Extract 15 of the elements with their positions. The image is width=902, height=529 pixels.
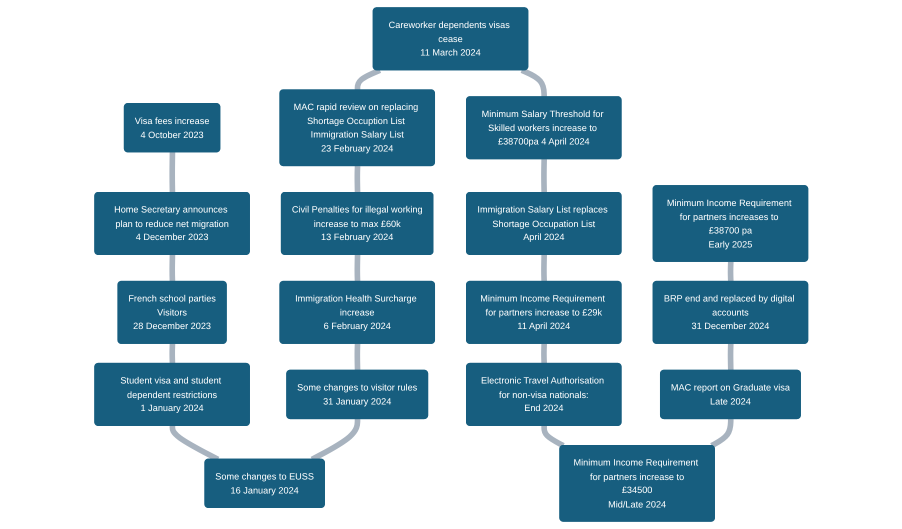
connector	[540, 254, 547, 283]
connector	[727, 260, 734, 283]
connector	[169, 342, 175, 365]
connector	[541, 424, 564, 448]
connector	[169, 254, 175, 283]
connector	[354, 342, 360, 371]
connector	[710, 418, 734, 448]
connector	[354, 164, 360, 193]
connector	[354, 68, 381, 92]
connector	[727, 342, 734, 371]
connector	[540, 342, 547, 365]
connector	[354, 254, 360, 283]
connector	[540, 159, 547, 193]
connector	[520, 68, 547, 97]
connector	[169, 152, 175, 193]
